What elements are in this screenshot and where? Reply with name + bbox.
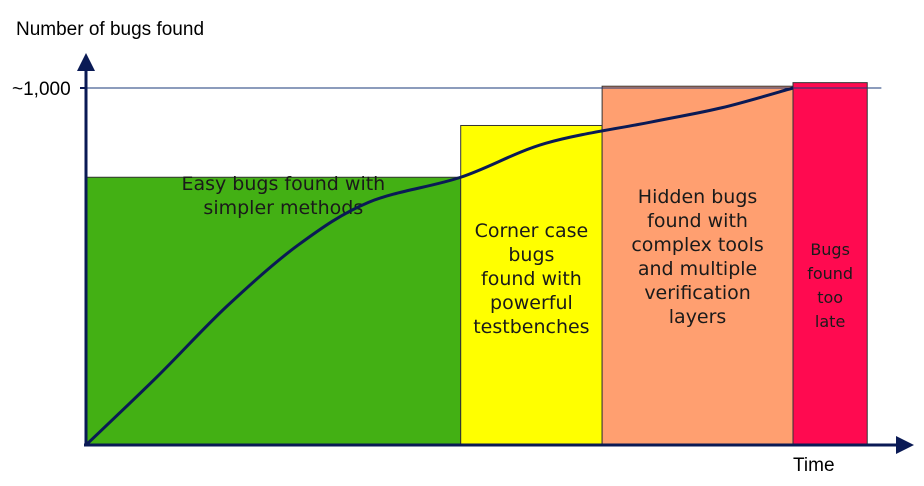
segment-bar-1 [85, 176, 462, 446]
x-axis-label: Time [793, 455, 835, 476]
segment-bar-2 [460, 124, 603, 446]
y-reference-label: ~1,000 [12, 79, 71, 100]
y-axis-label: Number of bugs found [16, 19, 204, 40]
cumulative-curve [84, 86, 794, 447]
segment-bars [85, 82, 868, 446]
segment-bar-4 [792, 82, 868, 446]
segment-bar-3 [601, 85, 794, 446]
